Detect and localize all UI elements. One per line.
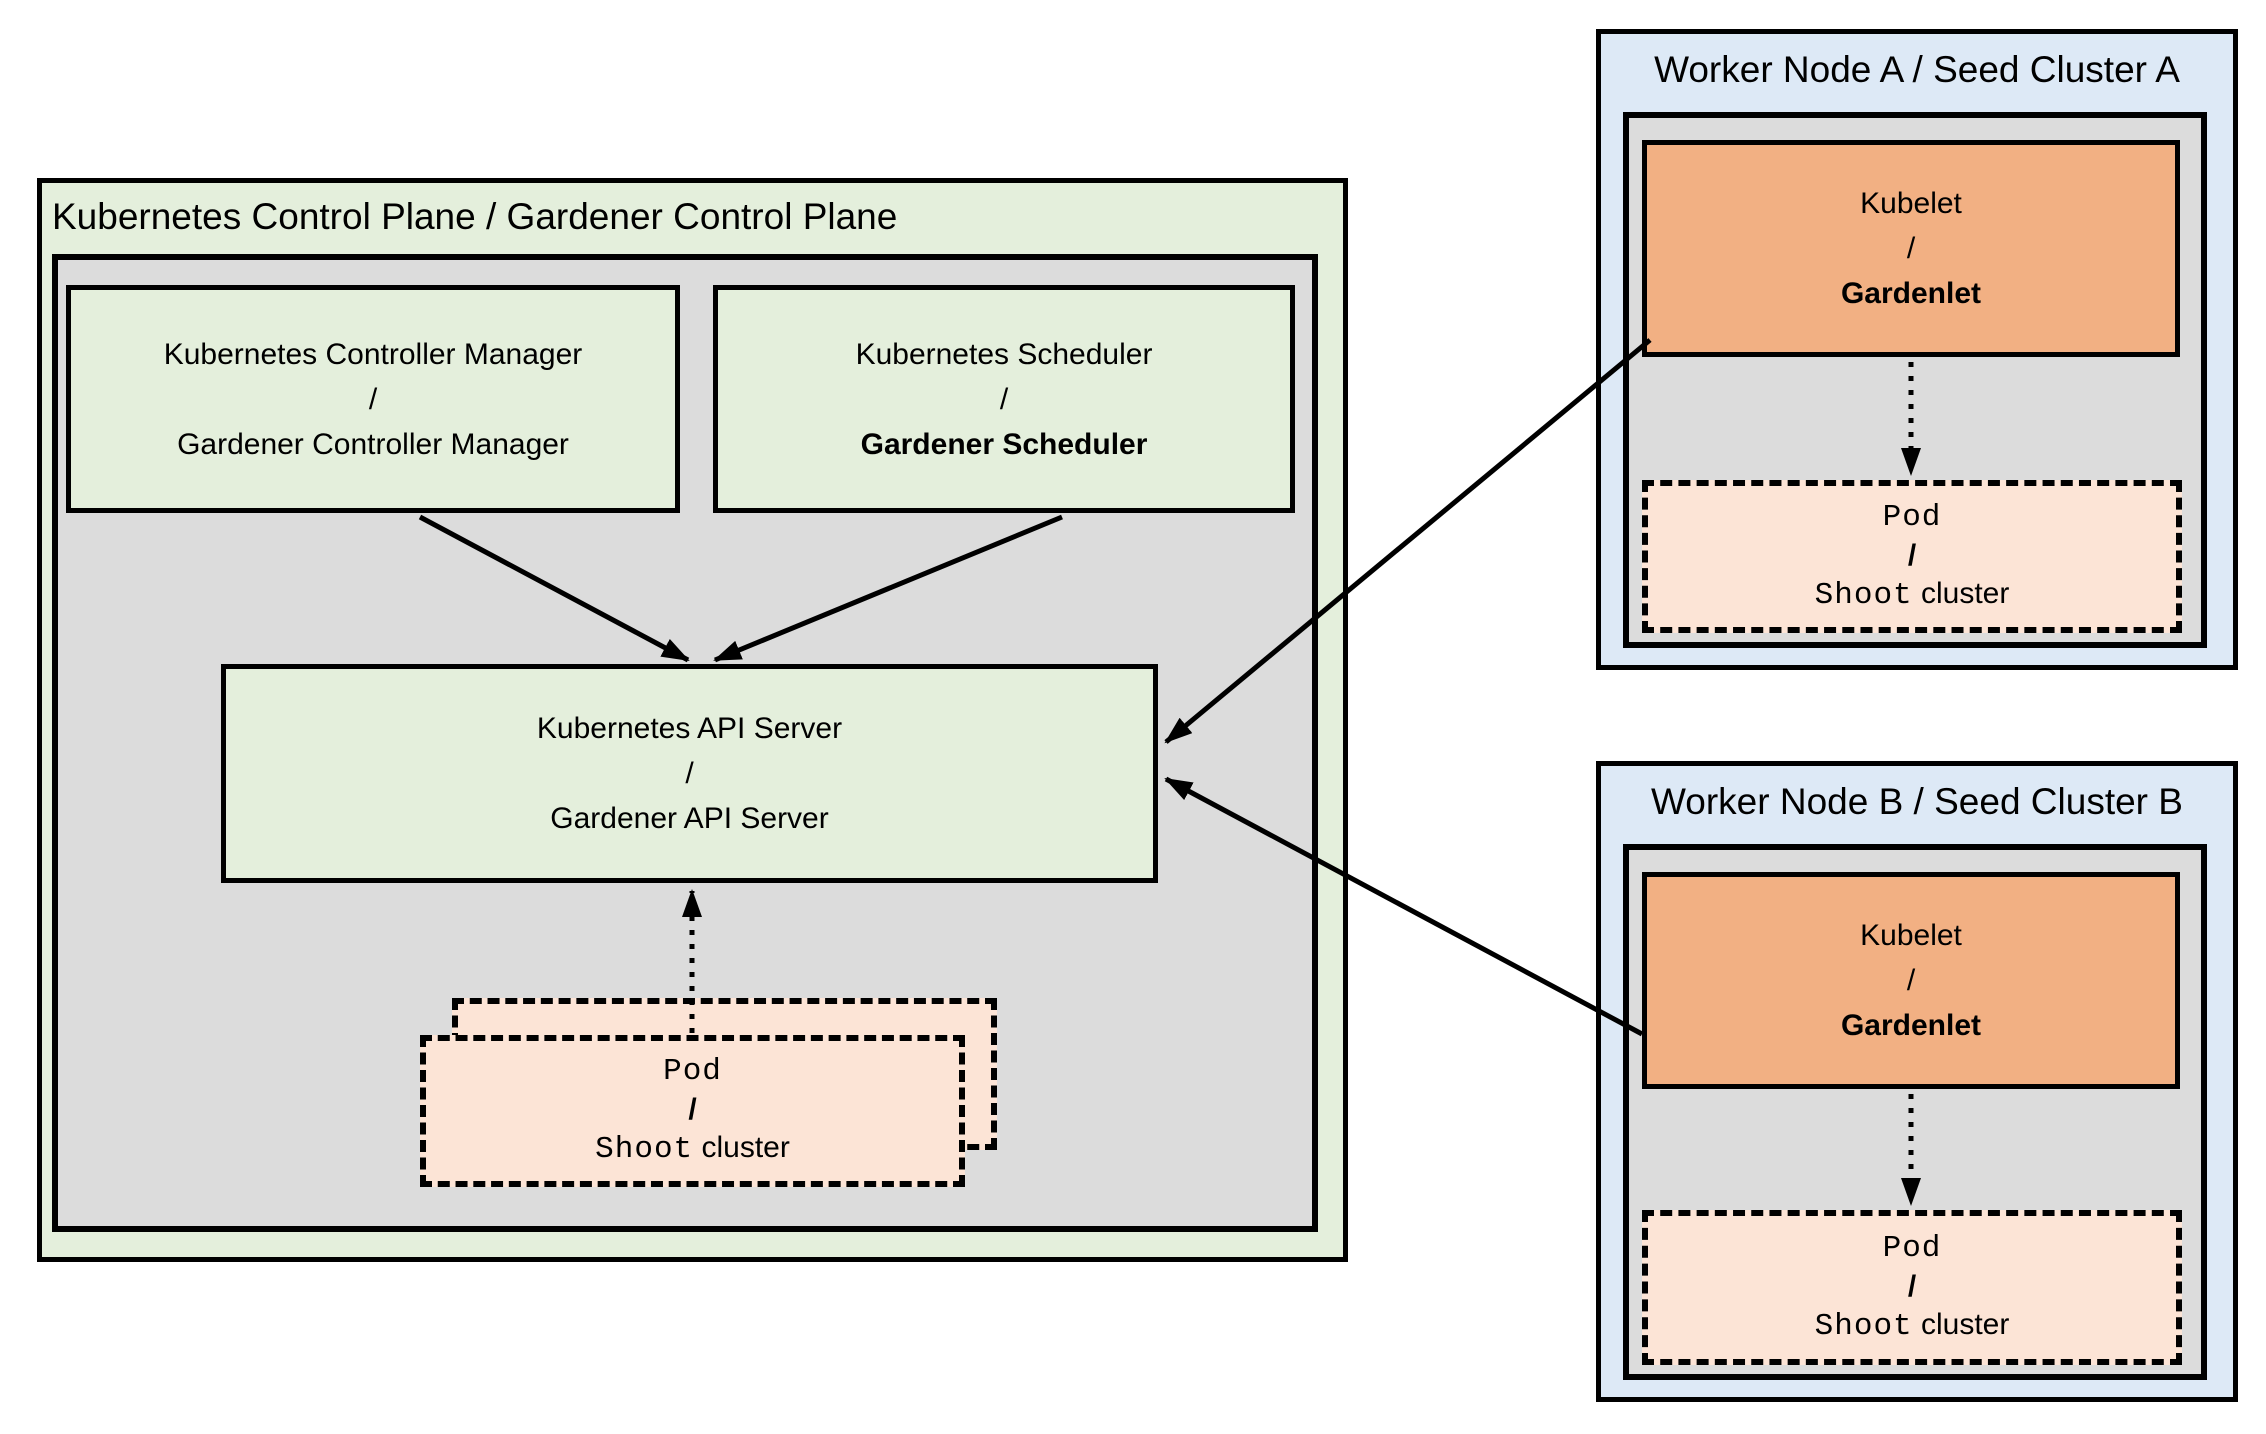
api-server-line1: Kubernetes API Server — [536, 712, 843, 745]
api-server-line2: Gardener API Server — [550, 802, 829, 835]
api-server-slash: / — [685, 757, 694, 790]
worker-a-pod-cluster: cluster — [1921, 576, 2010, 610]
worker-a-kubelet-slash: / — [1906, 232, 1916, 265]
worker-a-kubelet-line2: Gardenlet — [1840, 277, 1982, 310]
worker-b-kubelet-line2: Gardenlet — [1840, 1009, 1982, 1042]
worker-b-pod-name: Pod — [1882, 1230, 1942, 1266]
control-plane-pod-shoot: Shoot — [595, 1132, 694, 1167]
worker-b-kubelet-slash: / — [1906, 964, 1916, 997]
api-server-label: Kubernetes API Server / Gardener API Ser… — [226, 669, 1153, 878]
worker-a-pod-shoot: Shoot — [1814, 577, 1913, 613]
control-plane-title: Kubernetes Control Plane / Gardener Cont… — [52, 196, 898, 237]
controller-manager-box: Kubernetes Controller Manager / Gardener… — [66, 285, 680, 513]
worker-b-pod-cluster: cluster — [1921, 1307, 2010, 1341]
api-server-box: Kubernetes API Server / Gardener API Ser… — [221, 664, 1158, 883]
worker-a-pod-slash: / — [1907, 538, 1917, 572]
control-plane-pod-cluster: cluster — [701, 1131, 790, 1164]
worker-b-kubelet-box: Kubelet / Gardenlet — [1642, 872, 2180, 1089]
worker-b-kubelet-label: Kubelet / Gardenlet — [1647, 877, 2175, 1084]
worker-a-pod-label: Pod / Shoot cluster — [1648, 486, 2176, 627]
worker-b-pod-shoot: Shoot — [1814, 1308, 1913, 1344]
control-plane-pod-slash: / — [688, 1093, 697, 1126]
worker-node-b-title: Worker Node B / Seed Cluster B — [1651, 781, 2183, 822]
controller-manager-label: Kubernetes Controller Manager / Gardener… — [71, 290, 675, 508]
control-plane-pod-name: Pod — [663, 1054, 722, 1089]
worker-b-pod-slash: / — [1907, 1269, 1917, 1303]
worker-a-kubelet-line1: Kubelet — [1860, 187, 1962, 220]
controller-manager-line1: Kubernetes Controller Manager — [163, 337, 583, 371]
control-plane-pod-shoot-cluster: Shoot cluster — [595, 1129, 790, 1169]
worker-a-kubelet-label: Kubelet / Gardenlet — [1647, 145, 2175, 352]
controller-manager-line2: Gardener Controller Manager — [177, 427, 569, 461]
worker-a-pod-name: Pod — [1882, 499, 1942, 535]
worker-a-kubelet-box: Kubelet / Gardenlet — [1642, 140, 2180, 357]
control-plane-pod-box: Pod / Shoot cluster — [420, 1035, 965, 1187]
scheduler-label: Kubernetes Scheduler / Gardener Schedule… — [718, 290, 1290, 508]
worker-b-pod-label: Pod / Shoot cluster — [1648, 1216, 2176, 1359]
scheduler-line1: Kubernetes Scheduler — [855, 337, 1153, 371]
worker-b-kubelet-line1: Kubelet — [1860, 919, 1962, 952]
worker-b-pod-shoot-cluster: Shoot cluster — [1815, 1306, 2010, 1346]
scheduler-box: Kubernetes Scheduler / Gardener Schedule… — [713, 285, 1295, 513]
control-plane-pod-label: Pod / Shoot cluster — [426, 1041, 959, 1181]
worker-node-a-title: Worker Node A / Seed Cluster A — [1654, 49, 2180, 90]
worker-b-pod-box: Pod / Shoot cluster — [1642, 1210, 2182, 1365]
scheduler-line2: Gardener Scheduler — [860, 427, 1148, 461]
controller-manager-slash: / — [368, 382, 378, 416]
worker-a-pod-box: Pod / Shoot cluster — [1642, 480, 2182, 633]
worker-a-pod-shoot-cluster: Shoot cluster — [1815, 575, 2010, 615]
scheduler-slash: / — [999, 382, 1009, 416]
